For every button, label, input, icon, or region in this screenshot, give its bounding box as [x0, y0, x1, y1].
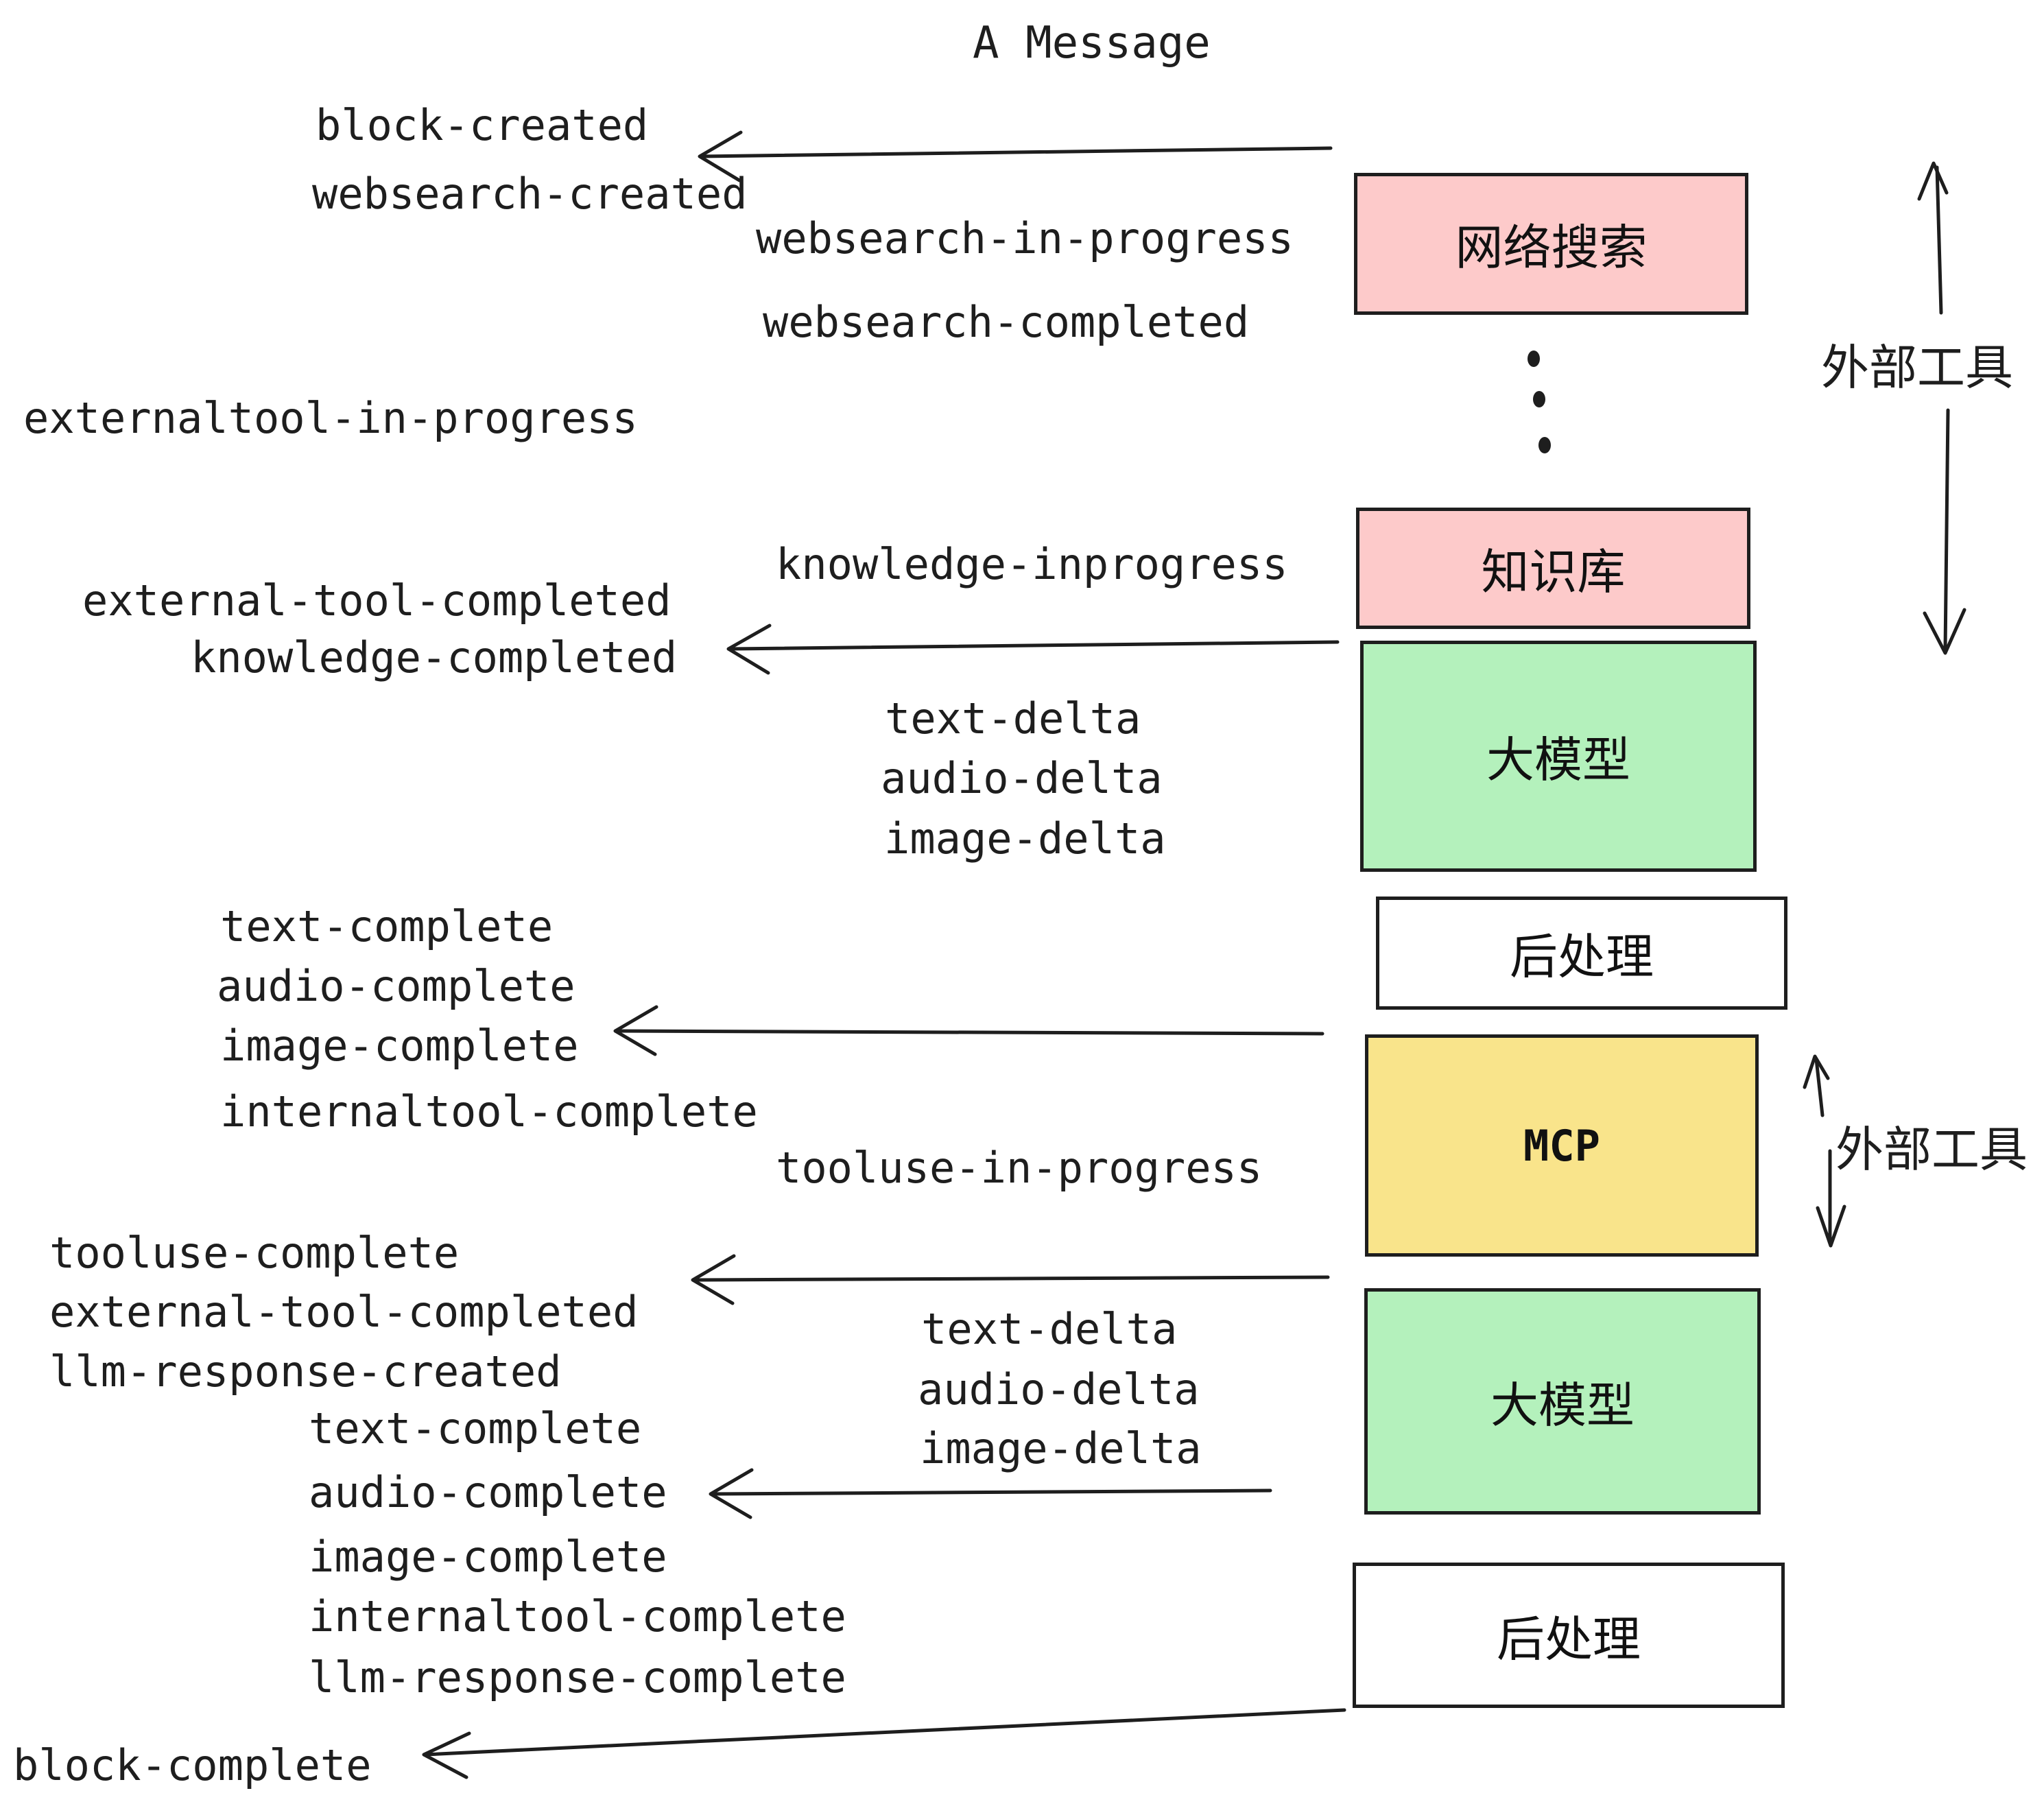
- event-text-complete-2: text-complete: [309, 1403, 642, 1453]
- arrow-post2-to-block-complete: [422, 1708, 1346, 1779]
- ellipsis-dots: [1528, 351, 1551, 453]
- box-websearch: 网络搜索: [1354, 173, 1748, 315]
- box-llm-2-label: 大模型: [1490, 1378, 1635, 1432]
- event-tooluse-complete: tooluse-complete: [49, 1228, 460, 1278]
- event-block-created: block-created: [316, 100, 649, 150]
- box-postprocess-2-label: 后处理: [1497, 1612, 1641, 1666]
- event-image-delta-2: image-delta: [920, 1423, 1202, 1473]
- arrow-llm2-to-complete-group: [709, 1468, 1272, 1519]
- box-postprocess-1-label: 后处理: [1510, 930, 1654, 984]
- event-audio-delta-2: audio-delta: [918, 1364, 1200, 1414]
- event-knowledge-completed: knowledge-completed: [191, 632, 678, 683]
- box-knowledge-label: 知识库: [1481, 545, 1626, 599]
- event-tooluse-in-progress: tooluse-in-progress: [776, 1143, 1263, 1193]
- arrow-llm1-to-knowledge-completed: [726, 624, 1340, 675]
- arrow-websearch-to-created: [698, 130, 1333, 182]
- event-image-complete-1: image-complete: [220, 1021, 579, 1071]
- external-tools-label-top: 外部工具: [1821, 341, 2013, 394]
- event-websearch-completed: websearch-completed: [763, 297, 1250, 347]
- event-websearch-in-progress: websearch-in-progress: [756, 213, 1294, 263]
- event-knowledge-inprogress: knowledge-inprogress: [776, 539, 1288, 589]
- event-externaltool-in-progress: externaltool-in-progress: [23, 393, 638, 443]
- event-internaltool-complete-1: internaltool-complete: [220, 1087, 758, 1137]
- event-llm-response-complete: llm-response-complete: [309, 1652, 846, 1702]
- arrow-mcp-to-tooluse-complete: [691, 1254, 1330, 1305]
- event-audio-complete-1: audio-complete: [217, 961, 575, 1011]
- event-audio-complete-2: audio-complete: [309, 1467, 667, 1517]
- arrow-post1-to-complete-group: [613, 1005, 1324, 1056]
- box-llm-2: 大模型: [1364, 1288, 1761, 1515]
- event-text-complete-1: text-complete: [220, 901, 554, 951]
- event-external-tool-completed-2: external-tool-completed: [49, 1287, 639, 1337]
- event-image-complete-2: image-complete: [309, 1532, 667, 1582]
- box-mcp-label: MCP: [1523, 1120, 1600, 1171]
- page-title: A Message: [973, 18, 1211, 69]
- external-tools-label-bottom: 外部工具: [1835, 1123, 2028, 1176]
- box-postprocess-2: 后处理: [1353, 1563, 1785, 1708]
- double-arrow-external-tools-bottom: [1803, 1054, 1846, 1248]
- event-external-tool-completed-1: external-tool-completed: [82, 575, 672, 626]
- event-text-delta-1: text-delta: [885, 693, 1141, 744]
- double-arrow-external-tools-top: [1917, 161, 1966, 655]
- box-websearch-label: 网络搜索: [1455, 221, 1648, 274]
- event-llm-response-created: llm-response-created: [49, 1346, 562, 1397]
- event-internaltool-complete-2: internaltool-complete: [309, 1591, 846, 1641]
- event-text-delta-2: text-delta: [921, 1304, 1178, 1354]
- box-mcp: MCP: [1365, 1034, 1759, 1257]
- event-audio-delta-1: audio-delta: [881, 753, 1163, 803]
- box-knowledge: 知识库: [1356, 508, 1750, 629]
- event-image-delta-1: image-delta: [884, 814, 1166, 864]
- box-llm-1: 大模型: [1360, 641, 1757, 872]
- event-block-complete: block-complete: [13, 1740, 372, 1790]
- event-websearch-created: websearch-created: [312, 169, 748, 219]
- box-llm-1-label: 大模型: [1486, 733, 1630, 787]
- box-postprocess-1: 后处理: [1376, 897, 1787, 1010]
